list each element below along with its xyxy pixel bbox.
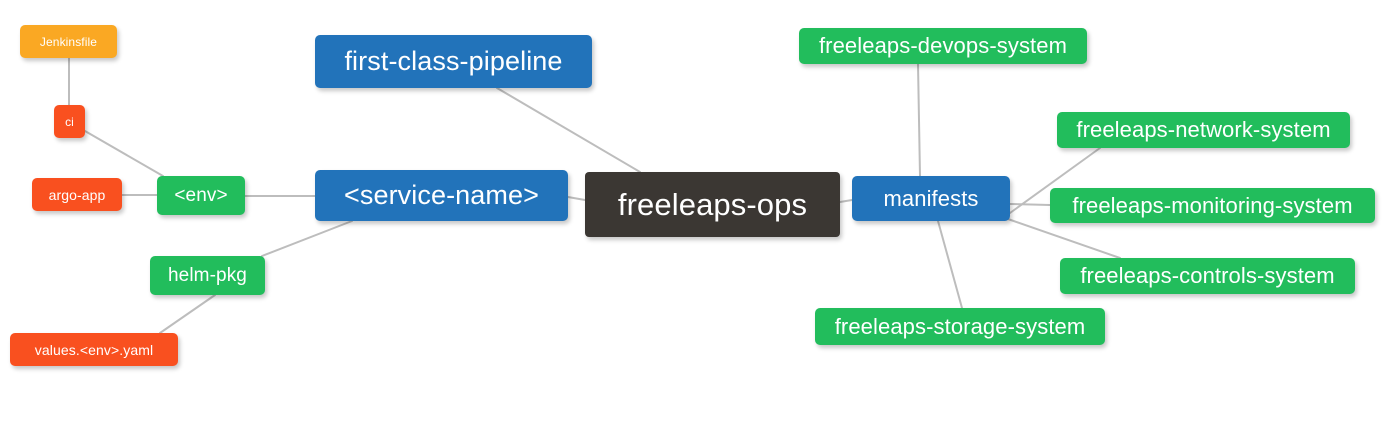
node-label: ci [65, 114, 74, 129]
node-values-env-yaml[interactable]: values.<env>.yaml [10, 333, 178, 366]
edge-service-name-to-freeleaps-ops [567, 196, 586, 201]
node-label: manifests [883, 185, 979, 211]
node-first-class-pipeline[interactable]: first-class-pipeline [315, 35, 592, 88]
node-label: freeleaps-controls-system [1080, 263, 1335, 288]
node-label: <service-name> [344, 180, 539, 210]
edge-ci-to-env [84, 130, 164, 177]
edge-manifests-to-freeleaps-devops-system [917, 63, 921, 177]
node-helm-pkg[interactable]: helm-pkg [150, 256, 265, 295]
node-label: values.<env>.yaml [34, 341, 154, 358]
node-label: helm-pkg [168, 265, 247, 286]
node-freeleaps-monitoring-system[interactable]: freeleaps-monitoring-system [1050, 188, 1375, 223]
node-label: freeleaps-network-system [1076, 117, 1331, 142]
node-freeleaps-ops[interactable]: freeleaps-ops [585, 172, 840, 237]
node-freeleaps-network-system[interactable]: freeleaps-network-system [1057, 112, 1350, 148]
edge-manifests-to-freeleaps-monitoring-system [1009, 203, 1051, 206]
edge-helm-pkg-to-service-name [261, 220, 353, 257]
node-label: first-class-pipeline [344, 46, 563, 76]
node-manifests[interactable]: manifests [852, 176, 1010, 221]
node-jenkinsfile[interactable]: Jenkinsfile [20, 25, 117, 58]
edge-values-env-yaml-to-helm-pkg [159, 294, 216, 334]
node-env[interactable]: <env> [157, 176, 245, 215]
node-label: Jenkinsfile [39, 34, 98, 49]
node-service-name[interactable]: <service-name> [315, 170, 568, 221]
edge-first-class-pipeline-to-freeleaps-ops [496, 87, 641, 173]
node-argo-app[interactable]: argo-app [32, 178, 122, 211]
node-label: <env> [174, 185, 228, 206]
node-freeleaps-controls-system[interactable]: freeleaps-controls-system [1060, 258, 1355, 294]
node-freeleaps-storage-system[interactable]: freeleaps-storage-system [815, 308, 1105, 345]
node-label: freeleaps-monitoring-system [1072, 192, 1353, 218]
node-label: freeleaps-storage-system [834, 313, 1086, 339]
edge-freeleaps-ops-to-manifests [839, 199, 853, 203]
node-label: freeleaps-devops-system [818, 33, 1068, 58]
edge-manifests-to-freeleaps-storage-system [937, 220, 963, 309]
node-freeleaps-devops-system[interactable]: freeleaps-devops-system [799, 28, 1087, 64]
edge-manifests-to-freeleaps-controls-system [1007, 218, 1121, 259]
node-label: argo-app [48, 186, 106, 203]
node-label: freeleaps-ops [617, 187, 808, 222]
node-ci[interactable]: ci [54, 105, 85, 138]
